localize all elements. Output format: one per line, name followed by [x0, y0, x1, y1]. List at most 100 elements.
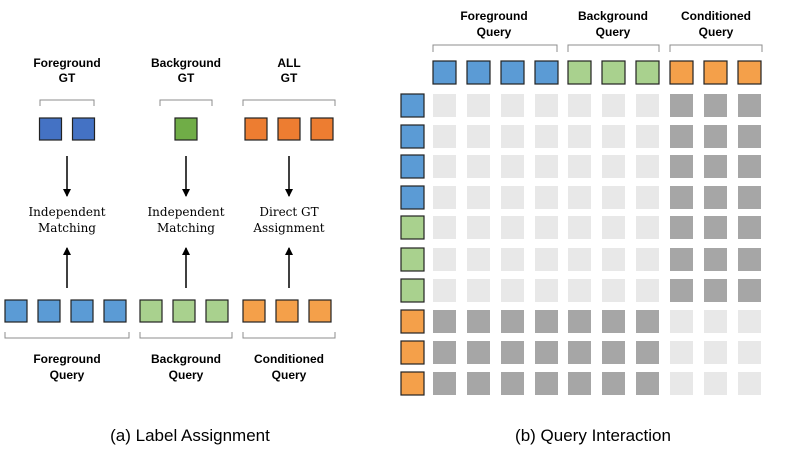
foreground-query-row-box [400, 154, 425, 179]
masked-cell [433, 372, 456, 395]
visible-cell [433, 248, 456, 271]
visible-cell [501, 216, 524, 239]
all-gt-bracket [242, 99, 336, 106]
conditioned-query-row-box [400, 371, 425, 396]
visible-cell [501, 155, 524, 178]
column-conditioned: ALL GT Direct GT Assignment Conditioned … [242, 56, 336, 382]
header-background-line2: Query [596, 25, 631, 39]
masked-cell [738, 125, 761, 148]
background-query-label-line1: Background [151, 352, 221, 366]
conditioned-process-line1: Direct GT [259, 205, 318, 219]
visible-cell [467, 186, 490, 209]
masked-cell [433, 310, 456, 333]
visible-cell [738, 310, 761, 333]
visible-cell [568, 186, 591, 209]
foreground-query-box [37, 299, 61, 323]
masked-cell [501, 372, 524, 395]
visible-cell [568, 248, 591, 271]
background-query-row-box [400, 278, 425, 303]
visible-cell [568, 155, 591, 178]
conditioned-gt-box [244, 117, 268, 141]
conditioned-gt-box [310, 117, 334, 141]
visible-cell [535, 125, 558, 148]
header-conditioned-bracket [669, 44, 763, 52]
background-query-box [139, 299, 163, 323]
visible-cell [501, 94, 524, 117]
panel-label-assignment: Foreground GT Independent Matching Foreg… [4, 56, 336, 445]
masked-cell [636, 341, 659, 364]
foreground-gt-box [38, 117, 63, 141]
visible-cell [636, 248, 659, 271]
foreground-query-column-box [466, 60, 491, 85]
foreground-query-label-line2: Query [50, 368, 85, 382]
conditioned-query-boxes [242, 299, 332, 323]
row-query-boxes [400, 93, 425, 396]
foreground-query-row-box [400, 124, 425, 149]
masked-cell [535, 372, 558, 395]
visible-cell [501, 248, 524, 271]
visible-cell [704, 341, 727, 364]
background-query-bracket [139, 332, 233, 339]
visible-cell [602, 216, 625, 239]
masked-cell [704, 248, 727, 271]
visible-cell [467, 248, 490, 271]
masked-cell [602, 341, 625, 364]
visible-cell [704, 310, 727, 333]
masked-cell [704, 125, 727, 148]
masked-cell [636, 372, 659, 395]
visible-cell [568, 279, 591, 302]
conditioned-query-column-box [703, 60, 728, 85]
masked-cell [670, 94, 693, 117]
header-background-line1: Background [578, 9, 648, 23]
header-conditioned-line1: Conditioned [681, 9, 751, 23]
visible-cell [433, 94, 456, 117]
masked-cell [738, 279, 761, 302]
visible-cell [433, 155, 456, 178]
masked-cell [501, 310, 524, 333]
visible-cell [602, 186, 625, 209]
masked-cell [670, 125, 693, 148]
masked-cell [568, 372, 591, 395]
masked-cell [501, 341, 524, 364]
foreground-gt-label-line2: GT [59, 71, 76, 85]
visible-cell [670, 341, 693, 364]
visible-cell [535, 248, 558, 271]
foreground-process-line1: Independent [28, 205, 105, 219]
visible-cell [738, 341, 761, 364]
visible-cell [602, 125, 625, 148]
visible-cell [738, 372, 761, 395]
masked-cell [535, 310, 558, 333]
background-gt-label-line1: Background [151, 56, 221, 70]
conditioned-query-bracket [242, 332, 336, 339]
header-foreground-line1: Foreground [460, 9, 527, 23]
background-query-row-box [400, 215, 425, 240]
visible-cell [670, 310, 693, 333]
all-gt-label-line2: GT [281, 71, 298, 85]
background-query-column-box [567, 60, 592, 85]
visible-cell [535, 279, 558, 302]
masked-cell [738, 155, 761, 178]
masked-cell [670, 186, 693, 209]
visible-cell [602, 94, 625, 117]
header-background-bracket [567, 44, 660, 52]
background-query-box [205, 299, 229, 323]
foreground-query-boxes [4, 299, 127, 323]
visible-cell [467, 216, 490, 239]
visible-cell [636, 186, 659, 209]
masked-cell [704, 186, 727, 209]
masked-cell [467, 341, 490, 364]
foreground-query-column-box [534, 60, 559, 85]
masked-cell [738, 94, 761, 117]
caption-label-assignment: (a) Label Assignment [110, 426, 270, 445]
caption-query-interaction: (b) Query Interaction [515, 426, 671, 445]
header-conditioned-line2: Query [699, 25, 734, 39]
masked-cell [670, 248, 693, 271]
visible-cell [568, 216, 591, 239]
all-gt-label-line1: ALL [277, 56, 300, 70]
column-foreground: Foreground GT Independent Matching Foreg… [4, 56, 130, 382]
masked-cell [433, 341, 456, 364]
masked-cell [467, 372, 490, 395]
visible-cell [568, 94, 591, 117]
visible-cell [704, 372, 727, 395]
